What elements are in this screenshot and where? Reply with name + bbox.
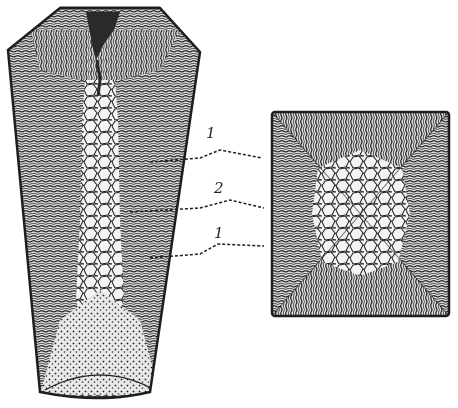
ingot-transverse-section: [272, 112, 449, 316]
label-middle: 2: [213, 179, 224, 197]
ingot-longitudinal-section: [0, 0, 210, 408]
label-upper: 1: [206, 124, 216, 142]
label-lower: 1: [214, 224, 224, 242]
